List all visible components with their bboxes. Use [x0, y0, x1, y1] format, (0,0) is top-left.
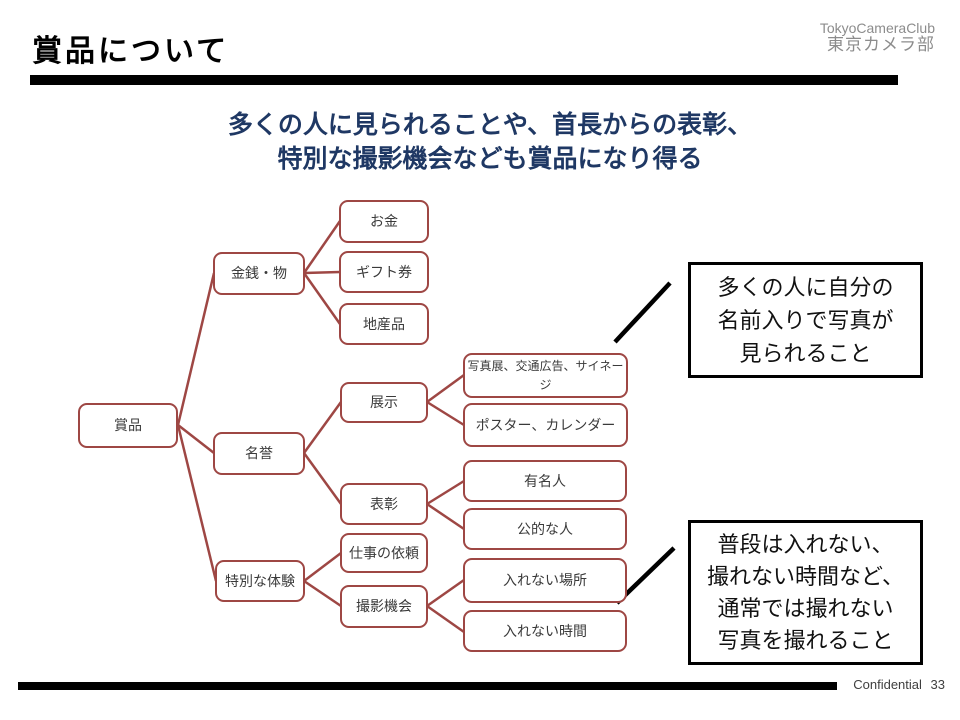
- node-exhibition: 展示: [340, 382, 428, 423]
- connector-commendation-public: [426, 502, 465, 531]
- node-celebrity: 有名人: [463, 460, 627, 502]
- connector-honor-commendation: [302, 452, 343, 505]
- footer-divider-bar: [18, 682, 837, 690]
- slide-key-message: 多くの人に見られることや、首長からの表彰、 特別な撮影機会なども賞品になり得る: [10, 108, 960, 176]
- node-prize: 賞品: [78, 403, 178, 448]
- key-message-line-2: 特別な撮影機会なども賞品になり得る: [277, 145, 703, 173]
- connector-prize-honor: [177, 424, 215, 454]
- logo-text-japanese: 東京カメラ部: [827, 35, 935, 55]
- node-gift-voucher: ギフト券: [339, 251, 429, 293]
- connector-prize-experience: [176, 424, 218, 582]
- connector-exhibition-poster: [426, 400, 465, 427]
- logo-text-english: TokyoCameraClub: [819, 20, 935, 36]
- annotation-bottom-line-1: 普段は入れない、: [717, 531, 894, 557]
- page-title: 賞品について: [32, 35, 230, 68]
- node-cash: お金: [339, 200, 429, 243]
- annotation-top-line-3: 見られること: [739, 340, 872, 366]
- node-restricted-place: 入れない場所: [463, 558, 627, 603]
- confidential-label: Confidential: [853, 677, 922, 692]
- node-restricted-time: 入れない時間: [463, 610, 627, 652]
- node-public-figure: 公的な人: [463, 508, 627, 550]
- connector-commendation-celebrity: [426, 479, 465, 506]
- header-divider-bar: [30, 75, 898, 85]
- annotation-box-top: 多くの人に自分の 名前入りで写真が 見られること: [688, 262, 923, 378]
- node-exhibit-ads-signage: 写真展、交通広告、サイネージ: [463, 353, 628, 398]
- node-work-request: 仕事の依頼: [340, 533, 428, 573]
- node-commendation: 表彰: [340, 483, 428, 525]
- annotation-top-line-1: 多くの人に自分の: [717, 274, 894, 300]
- annotation-top-line-2: 名前入りで写真が: [717, 307, 894, 333]
- footer-confidential: Confidential 33: [853, 677, 945, 692]
- page-number: 33: [930, 677, 945, 692]
- key-message-line-1: 多くの人に見られることや、首長からの表彰、: [227, 111, 753, 139]
- node-local-products: 地産品: [339, 303, 429, 345]
- connector-honor-exhibition: [302, 401, 343, 454]
- node-photo-opportunity: 撮影機会: [340, 585, 428, 628]
- connector-money-local: [302, 272, 342, 325]
- connector-prize-money: [176, 272, 216, 426]
- connector-experience-work: [303, 552, 342, 582]
- node-money-goods: 金銭・物: [213, 252, 305, 295]
- annotation-bottom-line-3: 通常では撮れない: [717, 595, 894, 621]
- annotation-bottom-line-4: 写真を撮れること: [717, 627, 894, 653]
- node-honor: 名誉: [213, 432, 305, 475]
- connector-money-voucher: [303, 270, 341, 275]
- connector-experience-photo-op: [303, 579, 342, 608]
- node-poster-calendar: ポスター、カレンダー: [463, 403, 628, 447]
- annotation-bottom-line-2: 撮れない時間など、: [707, 563, 904, 589]
- connector-money-cash: [302, 220, 342, 274]
- node-special-experience: 特別な体験: [215, 560, 305, 602]
- tokyo-camera-club-logo: TokyoCameraClub 東京カメラ部: [819, 20, 935, 55]
- annotation-box-bottom: 普段は入れない、 撮れない時間など、 通常では撮れない 写真を撮れること: [688, 520, 923, 665]
- connector-photo-op-time: [426, 604, 465, 634]
- connector-exhibition-signage: [426, 373, 465, 404]
- callout-line-top: [613, 281, 672, 344]
- connector-photo-op-place: [426, 578, 465, 608]
